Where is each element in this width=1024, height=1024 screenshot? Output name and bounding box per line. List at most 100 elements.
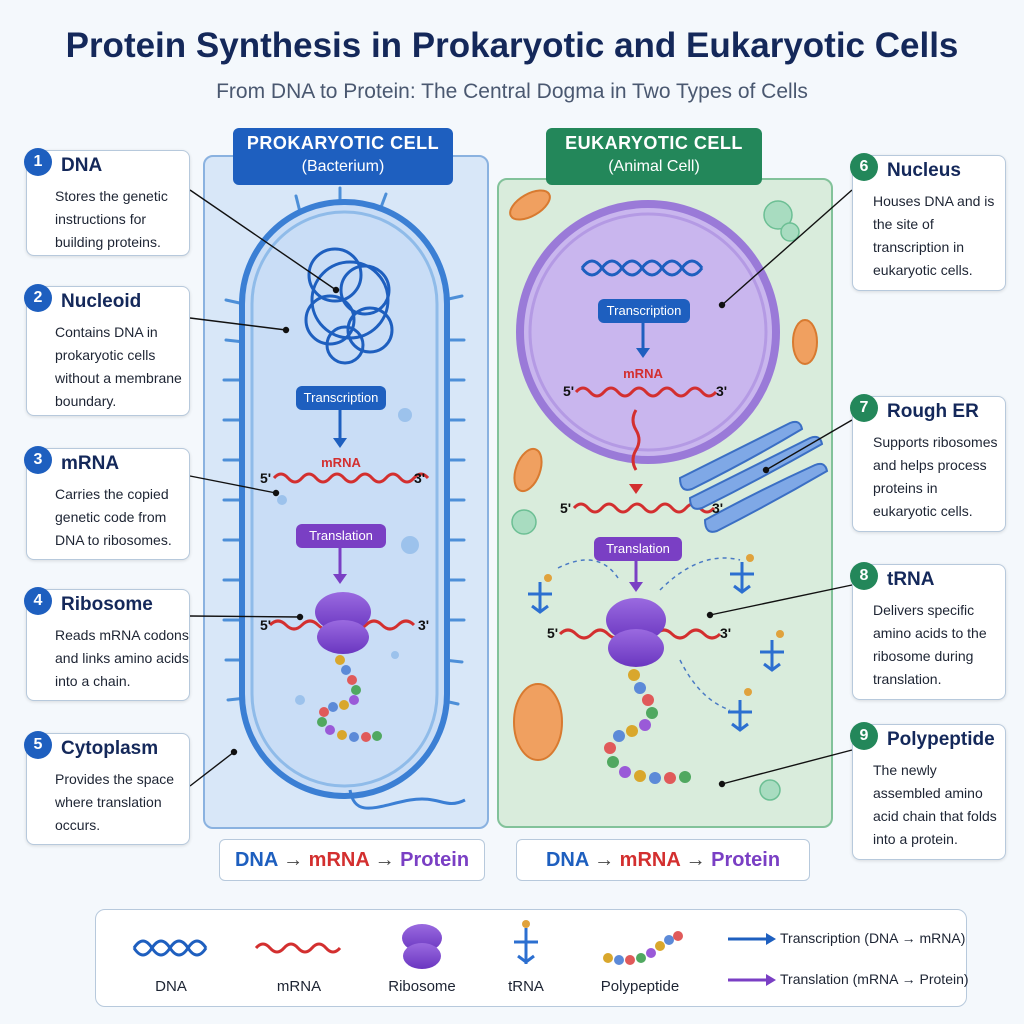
nucleus	[516, 200, 780, 464]
prokaryotic-flow: DNA → mRNA → Protein	[219, 839, 485, 881]
legend-mrna-label: mRNA	[276, 978, 322, 995]
mrna-icon	[254, 942, 342, 954]
bacterium-tail	[348, 789, 466, 810]
eukaryotic-mrna-nucleus	[574, 386, 718, 398]
ribosome-icon	[402, 924, 442, 969]
flow-mrna: mRNA	[308, 849, 370, 871]
card-number: 3	[24, 446, 52, 474]
flow-protein: Protein	[400, 849, 470, 871]
eukaryotic-transcription-label: Transcription	[598, 299, 690, 323]
legend-translation-label: Translation (mRNA → Protein)	[780, 971, 969, 987]
prokaryotic-translation-label: Translation	[296, 524, 386, 548]
prokaryotic-subheading: (Bacterium)	[301, 158, 385, 175]
flow-dna: DNA	[234, 849, 278, 871]
legend-transcription-label: Transcription (DNA → mRNA)	[780, 930, 966, 946]
prokaryotic-three-prime: 3'	[414, 470, 426, 486]
card-number: 9	[850, 722, 878, 750]
card-title: Nucleus	[887, 160, 961, 181]
eukaryotic-subheading: (Animal Cell)	[608, 158, 700, 175]
polypeptide-icon	[603, 931, 683, 965]
eukaryotic-ribosome	[606, 598, 666, 642]
eukaryotic-three-prime-cyto: 3'	[712, 500, 724, 516]
mitochondria	[509, 189, 818, 761]
rough-er	[678, 420, 829, 533]
nucleus-dna-helix	[580, 259, 704, 277]
eukaryotic-polypeptide	[604, 669, 691, 784]
card-body: Supports ribosomes and helps process pro…	[873, 434, 998, 519]
eukaryotic-heading-box: EUKARYOTIC CELL (Animal Cell)	[546, 128, 762, 185]
card-title: Cytoplasm	[61, 738, 159, 759]
prokaryotic-mrna-strand	[272, 472, 430, 484]
eukaryotic-ribosome-three: 3'	[720, 625, 732, 641]
trna-icon	[514, 928, 538, 964]
page-title: Protein Synthesis in Prokaryotic and Euk…	[65, 26, 959, 65]
card-number: 1	[24, 148, 52, 176]
card-body: Carries the copied genetic code from DNA…	[55, 486, 172, 548]
card-title: Ribosome	[61, 594, 153, 615]
prokaryotic-five-prime: 5'	[260, 470, 272, 486]
legend-dna-label: DNA	[155, 978, 187, 995]
prokaryotic-ribosome-three: 3'	[418, 617, 430, 633]
card-trna: 8 tRNA Delivers specific amino acids to …	[850, 562, 1006, 700]
transcription-arrow-icon	[728, 933, 776, 945]
prokaryotic-polypeptide	[317, 655, 382, 742]
prokaryotic-mrna-label: mRNA	[321, 455, 361, 470]
card-title: Nucleoid	[61, 291, 142, 312]
card-number: 2	[24, 284, 52, 312]
flow-arrow: →	[685, 849, 706, 871]
eukaryotic-five-prime-cyto: 5'	[560, 500, 572, 516]
eukaryotic-five-prime-nucleus: 5'	[563, 383, 575, 399]
prokaryotic-ribosome	[315, 592, 371, 632]
card-polypeptide: 9 Polypeptide The newly assembled amino …	[850, 722, 1006, 860]
prokaryotic-heading-box: PROKARYOTIC CELL (Bacterium)	[233, 128, 453, 185]
eukaryotic-three-prime-nucleus: 3'	[716, 383, 728, 399]
card-mrna: 3 mRNA Carries the copied genetic code f…	[24, 446, 190, 560]
legend-trna-label: tRNA	[508, 978, 544, 995]
card-title: mRNA	[61, 453, 120, 474]
eukaryotic-ribosome-five: 5'	[547, 625, 559, 641]
card-body: Stores the genetic instructions for buil…	[55, 188, 168, 250]
legend-polypeptide-label: Polypeptide	[600, 978, 680, 995]
bacterium-body	[239, 199, 450, 799]
page-subtitle: From DNA to Protein: The Central Dogma i…	[216, 80, 808, 103]
card-number: 7	[850, 394, 878, 422]
card-body: Contains DNA in prokaryotic cells withou…	[55, 324, 182, 409]
card-body: Houses DNA and is the site of transcript…	[873, 193, 995, 278]
card-title: DNA	[61, 155, 103, 176]
card-nucleus: 6 Nucleus Houses DNA and is the site of …	[850, 153, 1006, 291]
nucleoid-dna-tangle	[304, 247, 394, 365]
card-title: Rough ER	[887, 401, 979, 422]
card-nucleoid: 2 Nucleoid Contains DNA in prokaryotic c…	[24, 284, 190, 416]
legend-ribosome-label: Ribosome	[388, 978, 456, 995]
card-body: Delivers specific amino acids to the rib…	[873, 602, 987, 687]
card-title: tRNA	[887, 569, 935, 590]
flow-arrow: →	[594, 849, 615, 871]
prokaryotic-ribosome-five: 5'	[260, 617, 272, 633]
prokaryotic-transcription-label: Transcription	[296, 386, 386, 410]
flow-arrow: →	[374, 849, 395, 871]
card-dna: 1 DNA Stores the genetic instructions fo…	[24, 148, 190, 256]
card-body: The newly assembled amino acid chain tha…	[873, 762, 997, 847]
card-rough-er: 7 Rough ER Supports ribosomes and helps …	[850, 394, 1006, 532]
card-cytoplasm: 5 Cytoplasm Provides the space where tra…	[24, 731, 190, 845]
eukaryotic-heading: EUKARYOTIC CELL	[565, 133, 743, 153]
eukaryotic-mrna-label: mRNA	[623, 366, 663, 381]
eukaryotic-flow: DNA → mRNA → Protein	[516, 839, 810, 881]
prokaryotic-heading: PROKARYOTIC CELL	[246, 133, 440, 153]
leader-lines	[189, 189, 853, 788]
flow-dna: DNA	[545, 849, 589, 871]
card-body: Provides the space where translation occ…	[55, 771, 175, 833]
card-title: Polypeptide	[887, 729, 995, 750]
card-number: 4	[24, 587, 52, 615]
card-number: 6	[850, 153, 878, 181]
translation-arrow-icon	[728, 974, 776, 986]
card-number: 5	[24, 731, 52, 759]
flow-protein: Protein	[711, 849, 781, 871]
trna-molecules	[528, 562, 784, 732]
card-number: 8	[850, 562, 878, 590]
card-body: Reads mRNA codons and links amino acids …	[55, 627, 189, 689]
legend-icons	[132, 920, 776, 986]
flow-arrow: →	[283, 849, 304, 871]
eukaryotic-translation-label: Translation	[594, 537, 682, 561]
